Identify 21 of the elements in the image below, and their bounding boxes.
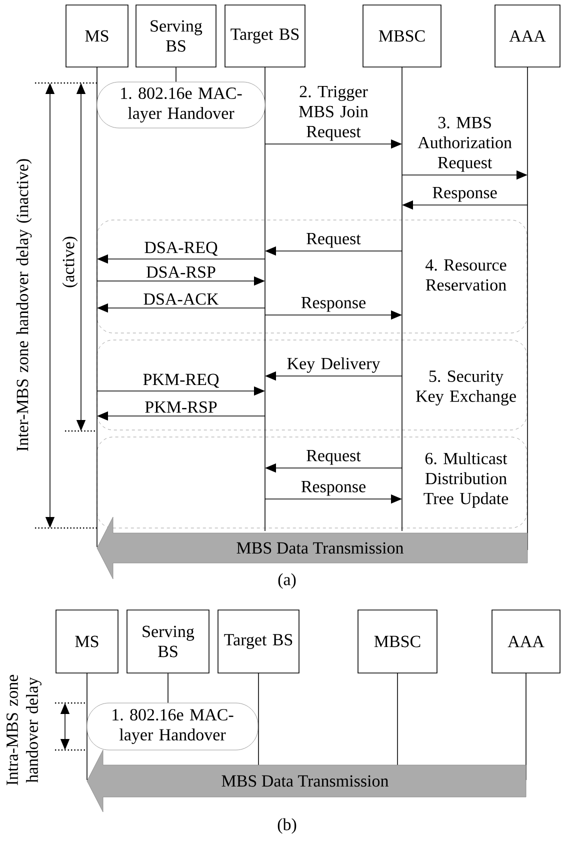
- data-transmission-arrow: [86, 750, 526, 812]
- participant-box: AAA: [492, 610, 560, 780]
- edge-label: DSA-REQ: [144, 242, 218, 256]
- edge-label: Request: [306, 233, 361, 248]
- process-box: 1. 802.16e MAC-layer Handover: [86, 702, 258, 750]
- edge-label: Request: [306, 450, 361, 465]
- participant-box: MBSC: [358, 610, 438, 766]
- data-transmission-arrow: [96, 516, 528, 580]
- edge-label: DSA-ACK: [144, 293, 219, 305]
- edge-label: PKM-RSP: [145, 401, 217, 413]
- participant-box: Serving BS: [136, 4, 216, 68]
- edge-label: PKM-REQ: [143, 374, 219, 388]
- participant-box: Serving BS: [126, 610, 210, 674]
- edge-label: DSA-RSP: [146, 266, 216, 278]
- annotation-label: Intra-MBS zone handover delay: [6, 674, 42, 786]
- edge-label: MBS Data Transmission: [236, 542, 404, 554]
- edge-label: MBS Data Transmission: [222, 775, 389, 787]
- annotation-label: (a): [278, 573, 296, 589]
- annotation-label: (b): [278, 818, 296, 834]
- process-box: 1. 802.16e MAC-layer Handover: [96, 82, 266, 128]
- annotation-label: Inter-MBS zone handover delay (inactive): [16, 159, 32, 452]
